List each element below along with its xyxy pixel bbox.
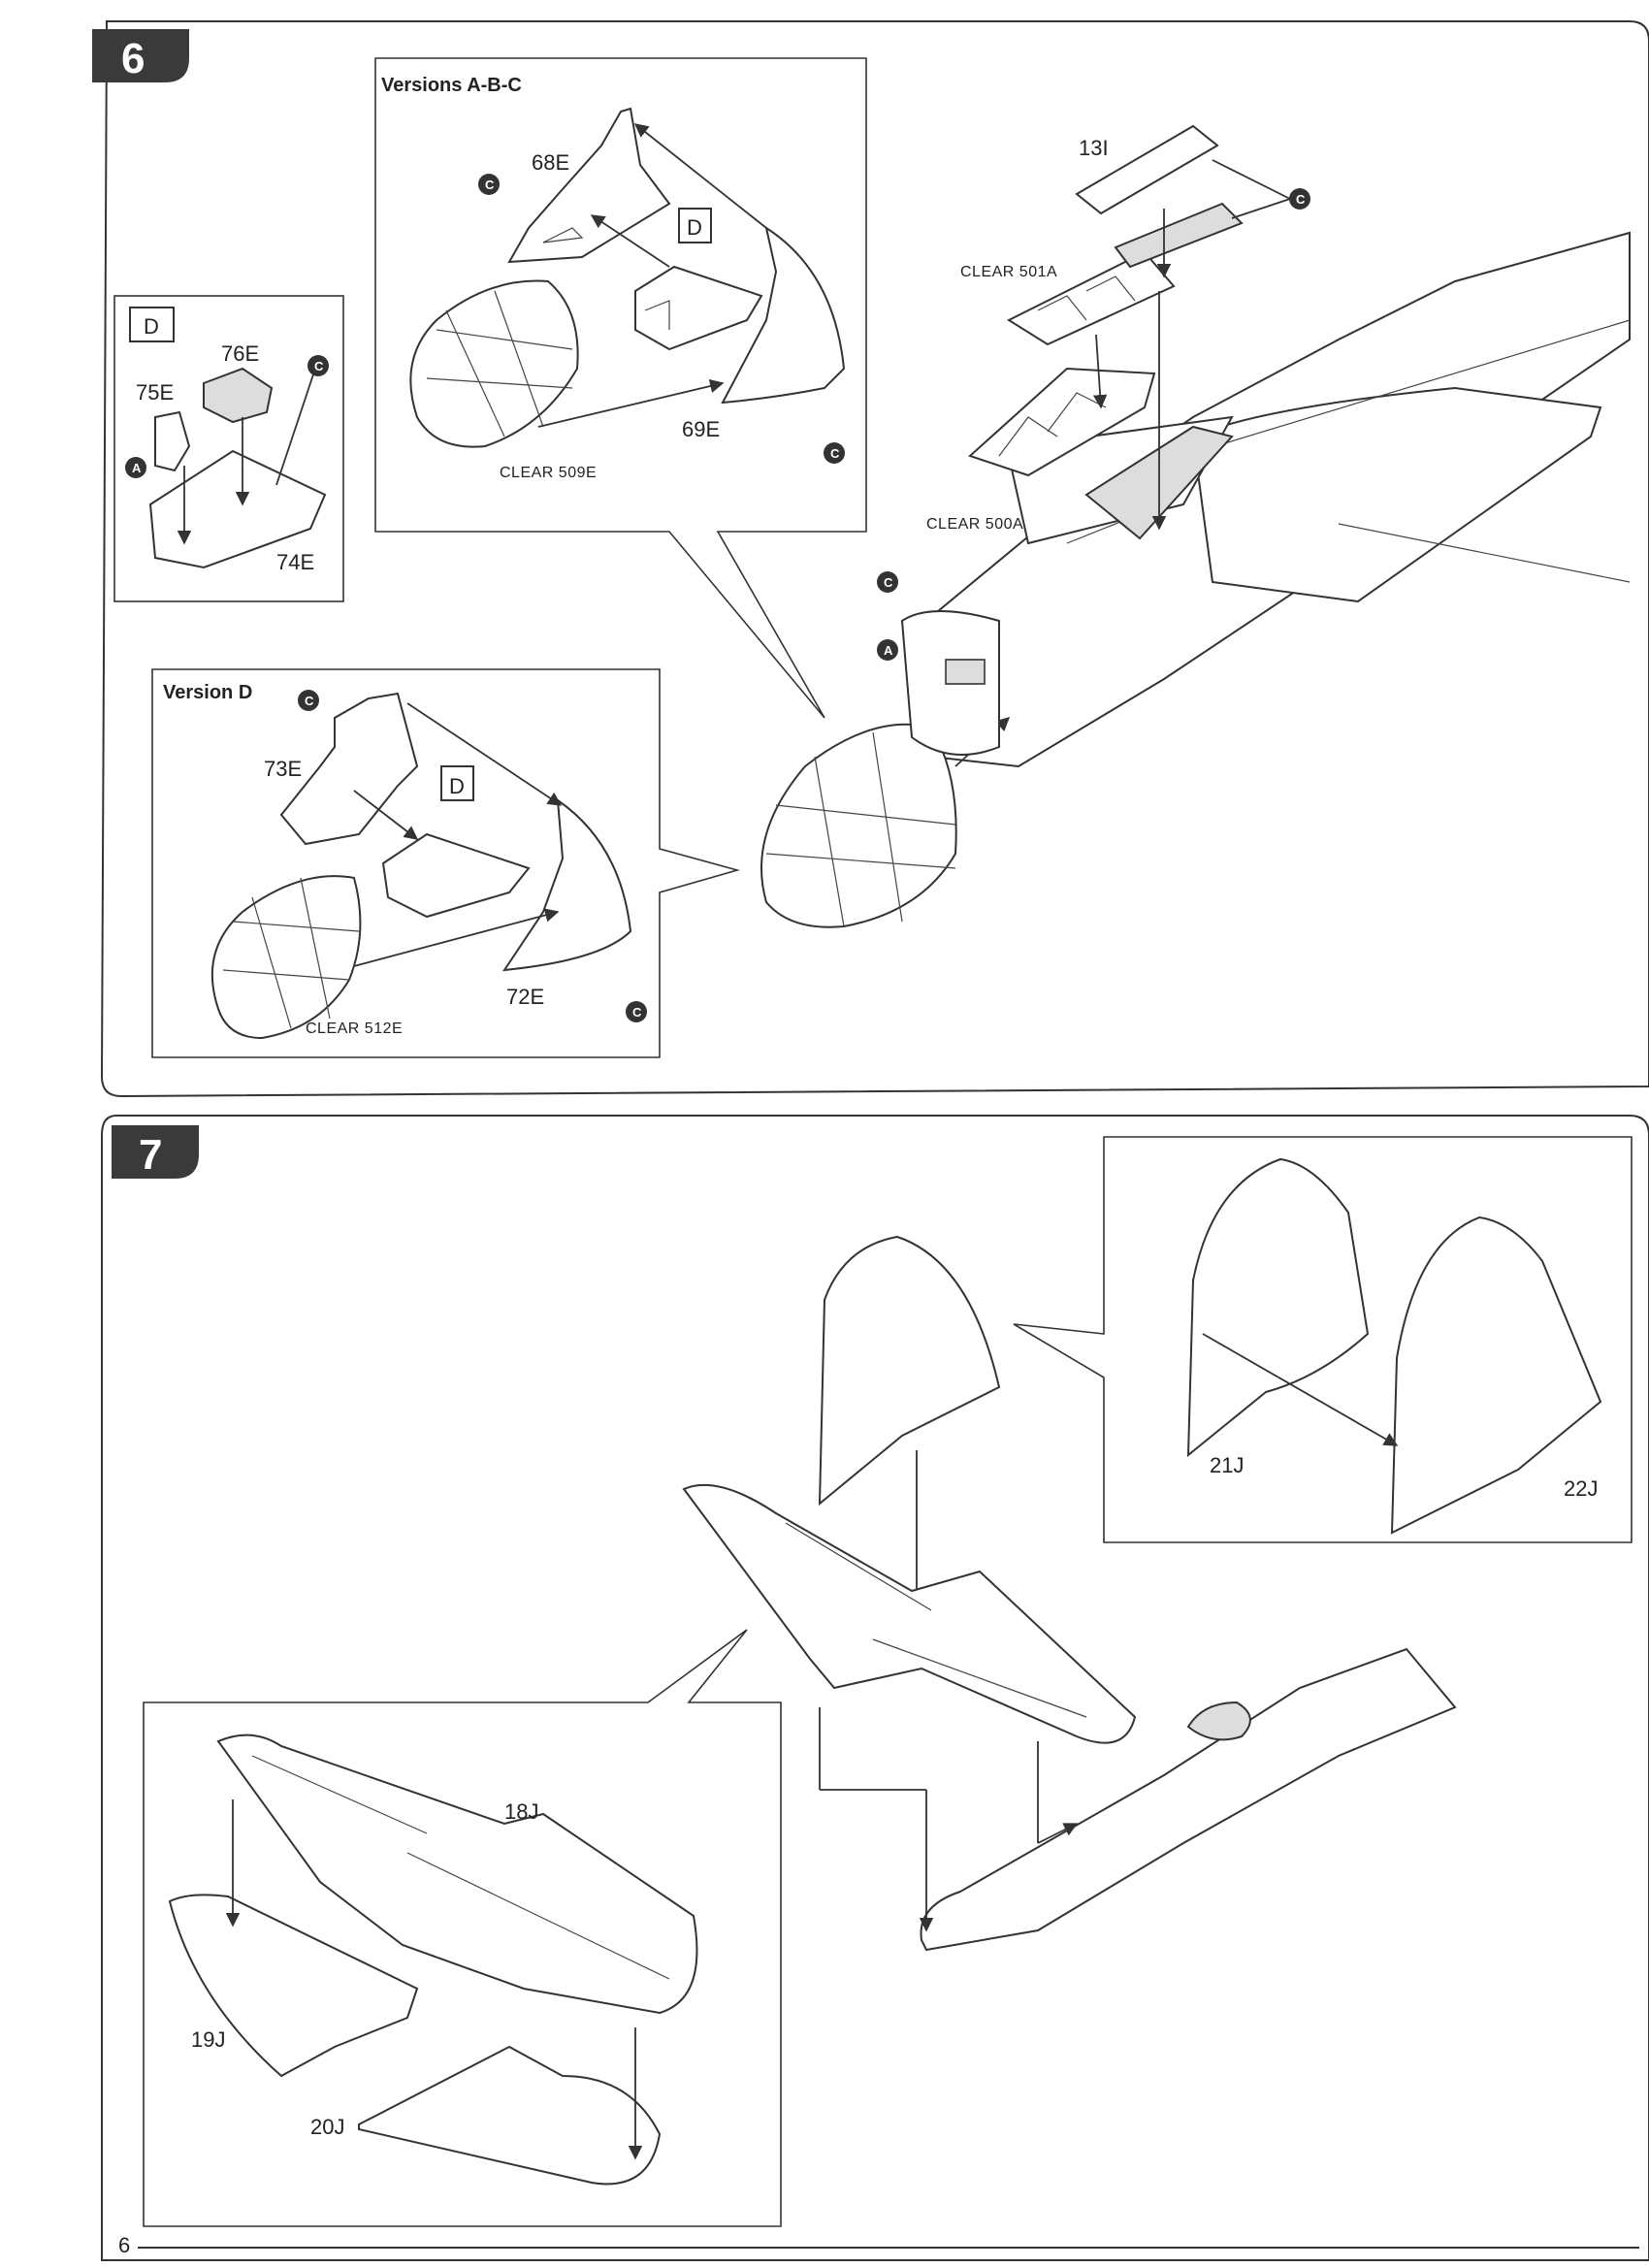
callout-c-bulkhead: C xyxy=(884,575,893,590)
label-21: 21J xyxy=(1210,1453,1244,1477)
label-74: 74E xyxy=(276,550,314,574)
part-18-shape xyxy=(216,1733,698,2015)
part-22-shape xyxy=(1390,1215,1602,1535)
part-76-shape xyxy=(203,367,274,424)
callout-c-13: C xyxy=(1296,192,1306,207)
callout-c-68: C xyxy=(485,178,495,192)
page-number: 6 xyxy=(118,2233,130,2257)
part-75-shape xyxy=(154,410,191,472)
step-6-number: 6 xyxy=(121,35,145,82)
part-21-shape xyxy=(1186,1157,1370,1458)
label-68: 68E xyxy=(532,150,569,175)
label-20: 20J xyxy=(310,2115,344,2139)
callout-c-72: C xyxy=(632,1005,642,1020)
step-7-badge xyxy=(112,1125,199,1179)
label-72: 72E xyxy=(506,985,544,1009)
inset-abc-d-box: D xyxy=(687,215,702,240)
label-18: 18J xyxy=(504,1799,538,1824)
label-19: 19J xyxy=(191,2027,225,2052)
part-cockpit-abc xyxy=(634,265,763,351)
inset-d-d-box: D xyxy=(449,774,465,798)
part-13-shape xyxy=(1075,124,1219,215)
callout-c-76: C xyxy=(314,359,324,373)
main-fin xyxy=(818,1235,1001,1507)
inset-abc-title: Versions A-B-C xyxy=(381,75,522,96)
label-501: CLEAR 501A xyxy=(960,264,1057,280)
step-7-number: 7 xyxy=(139,1131,162,1179)
label-73: 73E xyxy=(264,757,302,781)
inset-d-title: Version D xyxy=(163,682,252,703)
label-69: 69E xyxy=(682,417,720,441)
part-69-shape xyxy=(721,225,846,405)
part-74-shape xyxy=(148,449,327,569)
step-6-panel: 6 Versions A-B-C 68E D 69E CLEAR 50 xyxy=(92,20,1649,1098)
part-73-shape xyxy=(279,692,419,846)
inset-versions-abc: Versions A-B-C 68E D 69E CLEAR 509E C xyxy=(374,57,867,719)
step-6-badge xyxy=(92,29,189,82)
label-75: 75E xyxy=(136,380,174,405)
part-501-shape xyxy=(1006,250,1176,346)
label-500: CLEAR 500A xyxy=(926,516,1023,533)
inset-d-box: D xyxy=(144,314,159,339)
callout-a-bulkhead: A xyxy=(884,643,893,658)
inset-tailplane: 18J 19J 20J xyxy=(143,1629,782,2227)
callout-a-75: A xyxy=(132,461,142,475)
label-13: 13I xyxy=(1079,136,1109,160)
part-512-shape xyxy=(210,875,362,1040)
main-fuselage-assembly: CLEAR 500A CLEAR 501A 13I C C A xyxy=(760,124,1631,928)
label-76: 76E xyxy=(221,341,259,366)
tailwheel-well xyxy=(1186,1701,1251,1741)
label-22: 22J xyxy=(1564,1476,1598,1501)
part-13-clear-area xyxy=(1114,202,1244,269)
part-500-shape xyxy=(968,367,1156,477)
main-tailplane xyxy=(682,1483,1137,1744)
part-19-shape xyxy=(168,1894,419,2078)
label-512: CLEAR 512E xyxy=(306,1021,403,1037)
inset-fins: 21J 22J xyxy=(1013,1136,1633,1543)
part-cockpit-d xyxy=(381,832,531,919)
callout-c-69: C xyxy=(830,446,840,461)
part-20-shape xyxy=(358,2045,662,2186)
inset-version-d: Version D 73E D 72E CLEAR 512E C C xyxy=(151,668,740,1058)
step-7-panel: 7 21J 22J 18J 19J xyxy=(101,1115,1649,2261)
label-509: CLEAR 509E xyxy=(500,465,597,481)
callout-c-73: C xyxy=(305,694,314,708)
inset-subassembly-d: D 76E 75E 74E C A xyxy=(113,295,344,602)
part-72-shape xyxy=(501,797,632,972)
